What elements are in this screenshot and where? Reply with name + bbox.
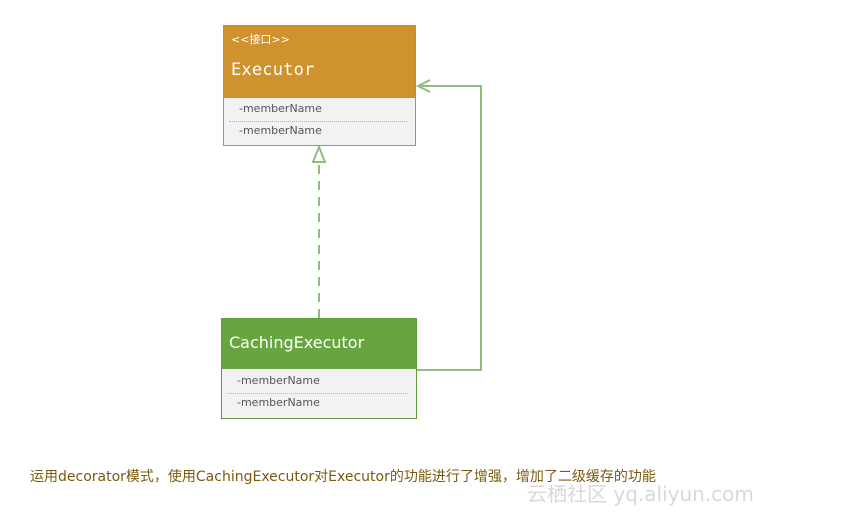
- executor-members: -memberName -memberName: [224, 98, 415, 145]
- executor-member: -memberName: [239, 102, 322, 115]
- executor-title: Executor: [231, 60, 315, 80]
- caching-executor-member: -memberName: [237, 374, 320, 387]
- caching-executor-member: -memberName: [237, 396, 320, 409]
- realization-arrowhead: [311, 144, 327, 163]
- executor-member: -memberName: [239, 124, 322, 137]
- caching-executor-title: CachingExecutor: [229, 333, 365, 352]
- executor-member-divider: [229, 121, 407, 122]
- association-line: [417, 85, 482, 371]
- caching-executor-header: CachingExecutor: [222, 319, 416, 369]
- diagram-caption: 运用decorator模式，使用CachingExecutor对Executor…: [30, 469, 656, 485]
- association-arrowhead: [415, 79, 431, 93]
- executor-class: <<接口>> Executor -memberName -memberName: [223, 25, 416, 146]
- executor-header: <<接口>> Executor: [224, 26, 415, 98]
- caching-executor-class: CachingExecutor -memberName -memberName: [221, 318, 417, 419]
- executor-stereotype: <<接口>>: [231, 33, 290, 46]
- caching-executor-member-divider: [227, 393, 408, 394]
- site-watermark: 云栖社区 yq.aliyun.com: [527, 482, 754, 506]
- realization-connector: [311, 144, 327, 318]
- association-connector: [415, 79, 482, 371]
- caching-executor-members: -memberName -memberName: [222, 369, 416, 418]
